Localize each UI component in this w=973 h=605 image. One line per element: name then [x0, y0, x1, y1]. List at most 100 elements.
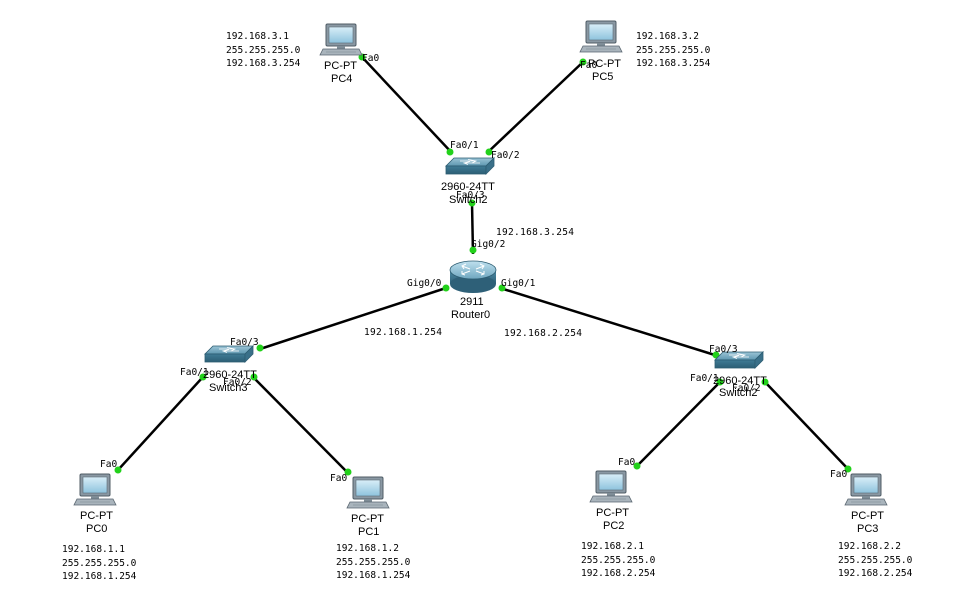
- pc3-model-label: PC-PT: [851, 510, 884, 522]
- router0-g2-ip-label: 192.168.3.254: [496, 227, 575, 238]
- port-dot: [761, 378, 769, 386]
- pc4-mask: 255.255.255.0: [226, 44, 301, 56]
- port-dot: [446, 148, 454, 156]
- pc0-ip-config: 192.168.1.1 255.255.255.0 192.168.1.254: [62, 543, 136, 584]
- router0-g0-ip-label: 192.168.1.254: [364, 327, 443, 338]
- pc0-model-label: PC-PT: [80, 510, 113, 522]
- router0-g1-ip-label: 192.168.2.254: [504, 328, 583, 339]
- router0-name-label: Router0: [451, 309, 491, 321]
- pc5-ip-config: 192.168.3.2 255.255.255.0 192.168.3.254: [636, 30, 710, 71]
- pc5-mask: 255.255.255.0: [636, 44, 711, 56]
- router0-g1-label: Gig0/1: [501, 278, 536, 289]
- pc1-gateway: 192.168.1.254: [336, 570, 411, 581]
- switch2-top-port1-label: Fa0/1: [450, 140, 479, 151]
- pc1-ip: 192.168.1.2: [336, 543, 399, 554]
- pc0-ip: 192.168.1.1: [62, 544, 125, 555]
- links: [117, 56, 849, 474]
- switch2-right-port1-label: Fa0/1: [690, 373, 719, 384]
- pc2-mask: 255.255.255.0: [581, 554, 656, 566]
- router0-icon[interactable]: [449, 260, 497, 293]
- link-switch3-pc0: [117, 377, 203, 471]
- port-dot: [468, 199, 476, 207]
- pc1-model-label: PC-PT: [351, 513, 384, 525]
- pc2-gateway: 192.168.2.254: [581, 568, 656, 579]
- pc5-name-label: PC5: [592, 71, 614, 83]
- pc1-ip-config: 192.168.1.2 255.255.255.0 192.168.1.254: [336, 542, 410, 583]
- port-dot: [485, 148, 493, 156]
- pc4-model-label: PC-PT: [324, 60, 357, 72]
- pc5-ip: 192.168.3.2: [636, 31, 699, 42]
- link-switch2r-pc2: [636, 381, 721, 467]
- switch3-port3-label: Fa0/3: [230, 337, 259, 348]
- switch3-name-label: Switch3: [209, 382, 248, 394]
- port-dot: [844, 465, 852, 473]
- pc3-gateway: 192.168.2.254: [838, 568, 913, 579]
- switch2-top-icon[interactable]: [445, 157, 495, 175]
- switch2-top-port2-label: Fa0/2: [491, 150, 520, 161]
- pc2-icon[interactable]: [589, 470, 633, 503]
- switch2-right-port2-label: Fa0/2: [732, 383, 761, 394]
- port-dot: [199, 373, 207, 381]
- link-switch2-router0: [470, 202, 475, 255]
- switch2-top-model-label: 2960-24TT: [441, 181, 495, 193]
- pc0-icon[interactable]: [73, 473, 117, 506]
- pc2-port-label: Fa0: [618, 457, 636, 468]
- port-dot: [256, 344, 264, 352]
- switch3-port1-label: Fa0/1: [180, 367, 209, 378]
- pc4-icon[interactable]: [319, 23, 363, 56]
- pc1-name-label: PC1: [358, 526, 380, 538]
- switch3-icon[interactable]: [204, 345, 254, 363]
- port-dot: [716, 378, 724, 386]
- switch2-top-port3-label: Fa0/3: [456, 190, 485, 201]
- switch3-model-label: 2960-24TT: [203, 369, 257, 381]
- link-router0-switch2-right: [499, 286, 719, 358]
- pc2-name-label: PC2: [603, 520, 625, 532]
- pc1-mask: 255.255.255.0: [336, 556, 411, 568]
- pc0-name-label: PC0: [86, 523, 108, 535]
- switch2-right-port3-label: Fa0/3: [709, 344, 738, 355]
- router0-model-label: 2911: [460, 296, 484, 308]
- pc3-port-label: Fa0: [830, 469, 848, 480]
- pc2-model-label: PC-PT: [596, 507, 629, 519]
- port-dot: [250, 373, 258, 381]
- switch3-port2-label: Fa0/2: [223, 377, 252, 388]
- pc3-name-label: PC3: [857, 523, 879, 535]
- port-dot: [579, 58, 587, 66]
- link-pc4-switch2: [361, 56, 453, 154]
- port-dot: [469, 246, 477, 254]
- port-dot: [633, 462, 641, 470]
- pc2-ip-config: 192.168.2.1 255.255.255.0 192.168.2.254: [581, 540, 655, 581]
- pc3-icon[interactable]: [844, 473, 888, 506]
- pc4-ip: 192.168.3.1: [226, 31, 289, 42]
- port-dot: [498, 284, 506, 292]
- port-status-dots: [114, 53, 852, 476]
- link-pc5-switch2: [486, 61, 584, 154]
- pc0-port-label: Fa0: [100, 459, 118, 470]
- pc5-port-label: Fa0: [580, 60, 598, 71]
- pc5-model-label: PC-PT: [588, 58, 621, 70]
- switch2-right-model-label: 2960-24TT: [713, 375, 767, 387]
- pc2-ip: 192.168.2.1: [581, 541, 644, 552]
- pc3-mask: 255.255.255.0: [838, 554, 913, 566]
- port-dot: [442, 284, 450, 292]
- pc4-gateway: 192.168.3.254: [226, 58, 301, 69]
- port-dot: [114, 466, 122, 474]
- pc4-port-label: Fa0: [362, 53, 380, 64]
- link-router0-switch3: [259, 286, 447, 351]
- pc5-gateway: 192.168.3.254: [636, 58, 711, 69]
- link-switch2r-pc3: [764, 381, 849, 470]
- router0-g0-label: Gig0/0: [407, 278, 442, 289]
- pc1-port-label: Fa0: [330, 473, 348, 484]
- pc0-mask: 255.255.255.0: [62, 557, 137, 569]
- router0-g2-label: Gig0/2: [471, 239, 506, 250]
- pc1-icon[interactable]: [346, 476, 390, 509]
- pc4-ip-config: 192.168.3.1 255.255.255.0 192.168.3.254: [226, 30, 300, 71]
- pc4-name-label: PC4: [331, 73, 353, 85]
- pc0-gateway: 192.168.1.254: [62, 571, 137, 582]
- pc5-icon[interactable]: [579, 20, 623, 53]
- pc3-ip: 192.168.2.2: [838, 541, 901, 552]
- port-dot: [344, 468, 352, 476]
- switch2-top-name-label: Switch2: [449, 194, 488, 206]
- pc3-ip-config: 192.168.2.2 255.255.255.0 192.168.2.254: [838, 540, 912, 581]
